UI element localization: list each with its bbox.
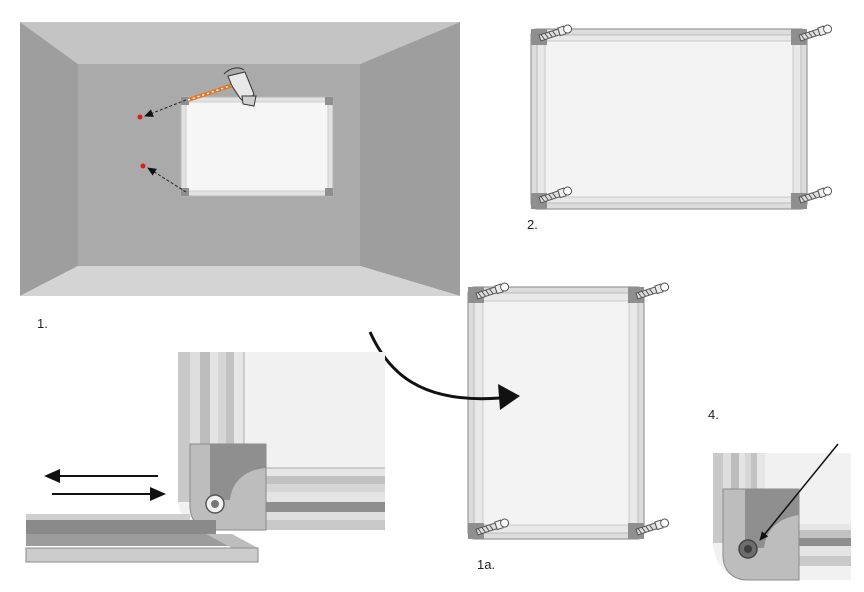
- right-wall: [360, 22, 460, 296]
- transfer-arrow-top: [144, 99, 187, 117]
- board-with-screws: [530, 23, 834, 210]
- step-label-1a: 1a.: [477, 557, 496, 572]
- room-scene: [20, 22, 460, 296]
- portrait-board-with-screws: [467, 281, 671, 540]
- step-label-2: 2.: [527, 217, 538, 232]
- corner-cap: [531, 29, 547, 45]
- step-label-1: 1.: [37, 316, 48, 331]
- drill-mark-bottom: [140, 163, 146, 169]
- corner-cap: [468, 287, 484, 303]
- floor: [20, 266, 460, 296]
- corner-cap: [628, 523, 644, 539]
- corner-closeup-slide: [25, 352, 385, 563]
- drill-icon: [187, 67, 257, 107]
- slide-arrows-icon: [44, 469, 166, 501]
- transfer-arrow-bottom: [147, 167, 187, 193]
- corner-cap: [628, 287, 644, 303]
- left-wall: [20, 22, 78, 296]
- corner-cap: [791, 29, 807, 45]
- drill-mark-top: [137, 114, 143, 120]
- whiteboard-on-wall: [180, 96, 334, 197]
- corner-closeup-screw: [713, 443, 851, 581]
- ceiling: [20, 22, 460, 64]
- corner-cap: [468, 523, 484, 539]
- step-label-4: 4.: [708, 407, 719, 422]
- curved-arrow-icon: [368, 331, 520, 410]
- pointer-arrow-icon: [759, 443, 839, 541]
